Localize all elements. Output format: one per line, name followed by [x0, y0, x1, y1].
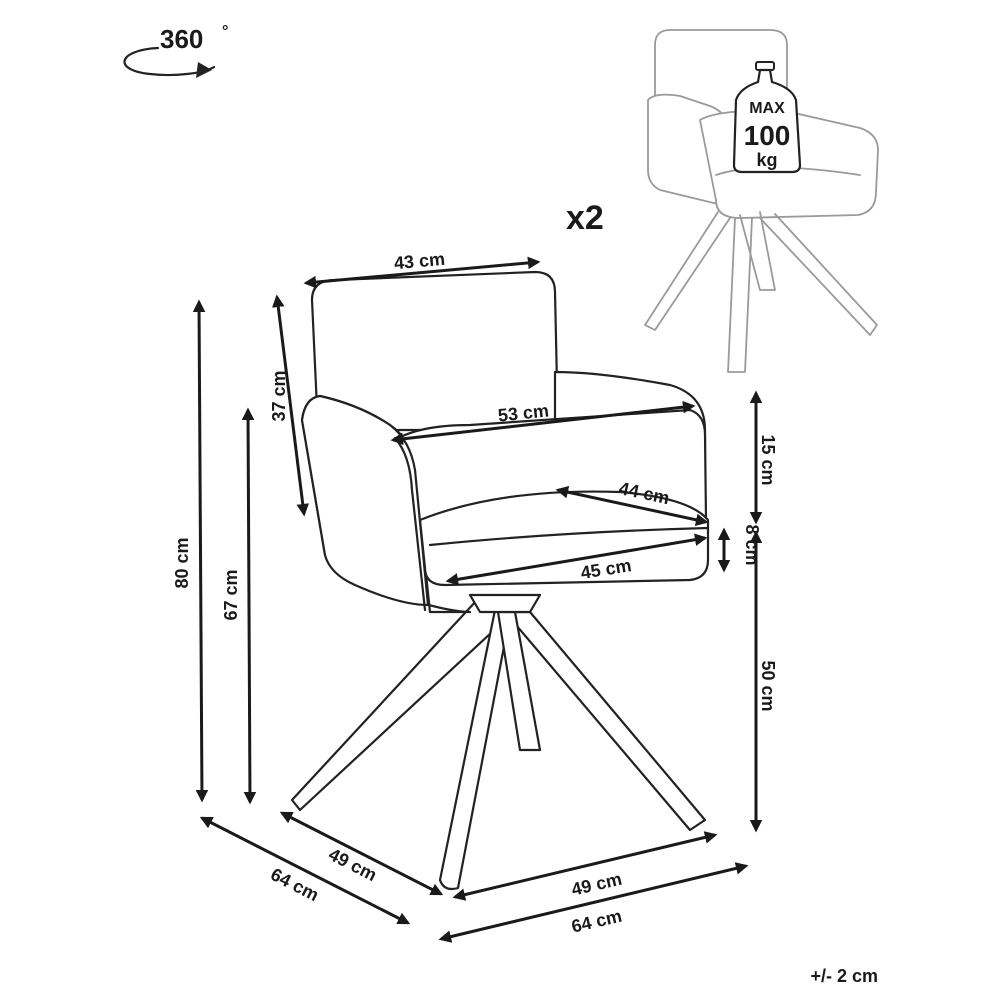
label-seat-height: 50 cm: [758, 660, 778, 711]
arrow-seat-width: [445, 533, 708, 586]
max-load-chair-illustration: MAX 100 kg: [644, 29, 879, 373]
label-backrest-height: 37 cm: [269, 370, 289, 421]
arrow-total-width: [438, 862, 749, 943]
label-armrest-top-height: 67 cm: [221, 569, 241, 620]
quantity-label: x2: [566, 199, 604, 237]
max-load-line2: 100: [744, 120, 791, 151]
dimension-arrows: [192, 256, 763, 943]
arrow-armrest-top-height: [241, 407, 257, 805]
max-load-line3: kg: [756, 150, 777, 170]
tolerance-note: +/- 2 cm: [810, 966, 878, 986]
rotation-degree-symbol: °: [222, 23, 228, 40]
arrow-total-height: [192, 299, 209, 803]
rotation-label: 360: [160, 24, 203, 54]
label-armrest-above-seat: 15 cm: [758, 434, 778, 485]
main-chair: [290, 270, 710, 891]
label-total-depth: 64 cm: [267, 864, 322, 905]
label-backrest-width: 43 cm: [393, 249, 446, 273]
weight-icon: MAX 100 kg: [732, 61, 802, 174]
arrow-total-depth: [199, 816, 411, 925]
max-load-line1: MAX: [749, 100, 785, 117]
arrow-armrest-width: [390, 400, 696, 446]
label-base-width: 49 cm: [570, 869, 624, 900]
label-total-height: 80 cm: [172, 537, 192, 588]
rotation-360-icon: 360 °: [123, 23, 228, 78]
arrow-seat-depth: [555, 485, 709, 527]
label-seat-thickness: 8 cm: [742, 524, 762, 565]
label-total-width: 64 cm: [570, 906, 624, 937]
arrow-backrest-height: [271, 294, 310, 517]
arrow-backrest-width: [303, 256, 541, 289]
